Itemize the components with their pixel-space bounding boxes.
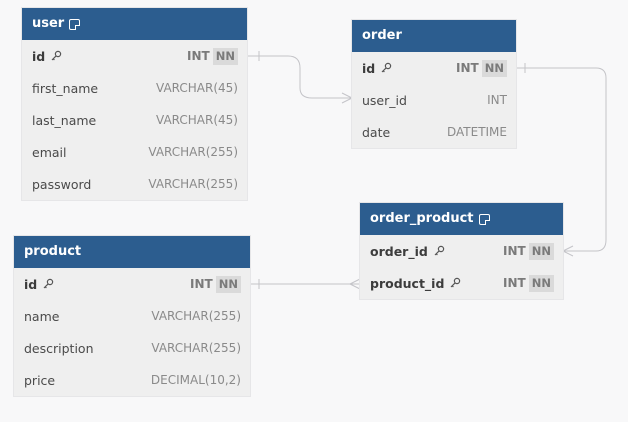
column-row-first-name[interactable]: first_name VARCHAR(45) [22,72,247,104]
table-order[interactable]: order id INT NN user_id INT date DATETIM… [352,20,516,148]
table-header-order-product[interactable]: order_product [360,203,563,235]
rel-user-order [248,51,353,104]
table-header-user[interactable]: user [22,8,247,40]
column-name: first_name [32,80,99,96]
column-type: INT [190,277,213,291]
column-name: user_id [362,92,407,108]
column-row-description[interactable]: description VARCHAR(255) [14,332,250,364]
table-title: product [24,244,82,259]
column-name: last_name [32,112,97,128]
key-icon [50,50,62,62]
key-icon [380,62,392,74]
table-product[interactable]: product id INT NN name VARCHAR(255) desc… [14,236,250,396]
not-null-badge: NN [212,47,238,65]
column-type: INT [503,244,526,258]
column-row-price[interactable]: price DECIMAL(10,2) [14,364,250,396]
not-null-badge: NN [215,275,241,293]
column-name: order_id [370,243,428,259]
column-row-user-id[interactable]: user_id INT [352,84,516,116]
column-row-order-id[interactable]: order_id INT NN [360,235,563,267]
table-header-order[interactable]: order [352,20,516,52]
column-row-id[interactable]: id INT NN [22,40,247,72]
column-name: name [24,308,60,324]
column-row-date[interactable]: date DATETIME [352,116,516,148]
key-icon [433,245,445,257]
column-name: price [24,372,56,388]
not-null-badge: NN [528,274,554,292]
column-row-email[interactable]: email VARCHAR(255) [22,136,247,168]
key-icon [449,277,461,289]
column-type: VARCHAR(255) [151,309,241,323]
column-type: INT [456,61,479,75]
table-user[interactable]: user id INT NN first_name VARCHAR(45) la… [22,8,247,200]
table-title: order [362,28,402,43]
column-name: date [362,124,391,140]
column-name: description [24,340,94,356]
column-row-last-name[interactable]: last_name VARCHAR(45) [22,104,247,136]
column-type: VARCHAR(45) [156,113,238,127]
column-type: INT [503,276,526,290]
column-type: VARCHAR(45) [156,81,238,95]
table-header-product[interactable]: product [14,236,250,268]
column-row-id[interactable]: id INT NN [352,52,516,84]
column-type: DATETIME [446,125,507,139]
column-type: INT [187,49,210,63]
column-type: VARCHAR(255) [148,145,238,159]
not-null-badge: NN [481,59,507,77]
column-name: id [32,48,46,64]
column-row-id[interactable]: id INT NN [14,268,250,300]
rel-product-orderproduct [250,278,361,290]
column-name: email [32,144,67,160]
column-type: VARCHAR(255) [148,177,238,191]
column-row-password[interactable]: password VARCHAR(255) [22,168,247,200]
column-row-name[interactable]: name VARCHAR(255) [14,300,250,332]
column-name: product_id [370,275,445,291]
column-name: id [362,60,376,76]
column-type: INT [487,93,507,107]
table-title: user [32,16,65,31]
column-name: id [24,276,38,292]
not-null-badge: NN [528,242,554,260]
key-icon [42,278,54,290]
table-order-product[interactable]: order_product order_id INT NN product_id [360,203,563,299]
column-type: VARCHAR(255) [151,341,241,355]
column-name: password [32,176,92,192]
note-icon [478,213,490,225]
table-title: order_product [370,211,474,226]
note-icon [69,18,81,30]
column-type: DECIMAL(10,2) [150,373,241,387]
column-row-product-id[interactable]: product_id INT NN [360,267,563,299]
